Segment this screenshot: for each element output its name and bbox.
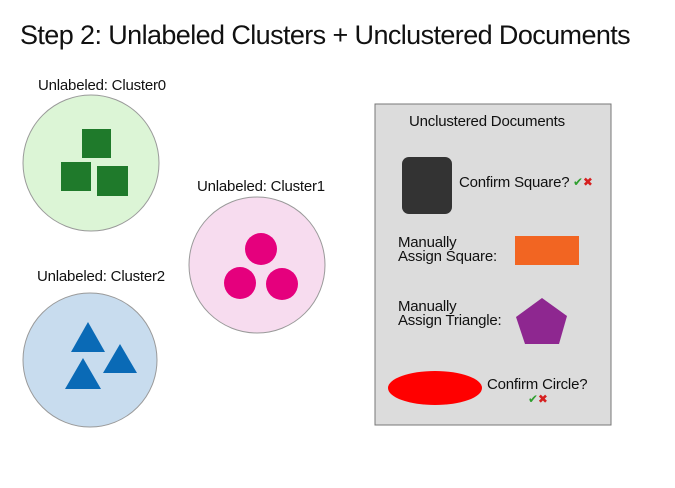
confirm-square-label: Confirm Square? [459, 174, 570, 191]
cluster-1-dot-3 [266, 268, 298, 300]
assign-triangle-text-line-1: Manually [398, 298, 457, 315]
rounded-square-shape [402, 157, 452, 214]
check-icon[interactable]: ✔ [528, 392, 538, 406]
cluster-1-dot-2 [224, 267, 256, 299]
cluster-1-label: Unlabeled: Cluster1 [197, 178, 325, 195]
cluster-2-label: Unlabeled: Cluster2 [37, 268, 165, 285]
cross-icon[interactable]: ✖ [582, 175, 593, 189]
panel-title: Unclustered Documents [409, 113, 565, 130]
assign-square-text-line-1: Manually [398, 234, 457, 251]
cluster-1-dot-1 [245, 233, 277, 265]
cluster-0-square-3 [97, 166, 128, 196]
check-icon[interactable]: ✔ [573, 175, 583, 189]
cluster-2-triangle-1 [71, 322, 105, 352]
cluster-0-square-1 [82, 129, 111, 158]
assign-square-text-line-2: Assign Square: [398, 248, 497, 265]
cluster-0 [22, 94, 160, 232]
assign-square-label: Manually Assign Square: [398, 234, 497, 265]
cluster-2-circle [22, 292, 158, 428]
assign-triangle-text-line-2: Assign Triangle: [398, 312, 502, 329]
cluster-1-circle [188, 196, 326, 334]
confirm-square-actions: ✔✖ [573, 175, 593, 189]
orange-rectangle-shape [515, 236, 579, 265]
confirm-circle-actions: ✔✖ [528, 392, 548, 406]
confirm-circle-label: Confirm Circle? [487, 376, 588, 393]
purple-pentagon-shape [516, 298, 567, 344]
cross-icon[interactable]: ✖ [537, 392, 548, 406]
red-ellipse-shape [388, 371, 482, 405]
cluster-2 [22, 292, 158, 428]
cluster-0-square-2 [61, 162, 91, 191]
confirm-square-text: Confirm Square? [459, 174, 570, 191]
confirm-circle-text: Confirm Circle? [487, 376, 588, 393]
cluster-1 [188, 196, 326, 334]
diagram-title: Step 2: Unlabeled Clusters + Unclustered… [20, 20, 631, 50]
unclustered-panel [374, 103, 612, 426]
cluster-2-triangle-3 [65, 358, 101, 389]
assign-triangle-label: Manually Assign Triangle: [398, 298, 502, 329]
cluster-2-triangle-2 [103, 344, 137, 373]
cluster-0-label: Unlabeled: Cluster0 [38, 77, 166, 94]
